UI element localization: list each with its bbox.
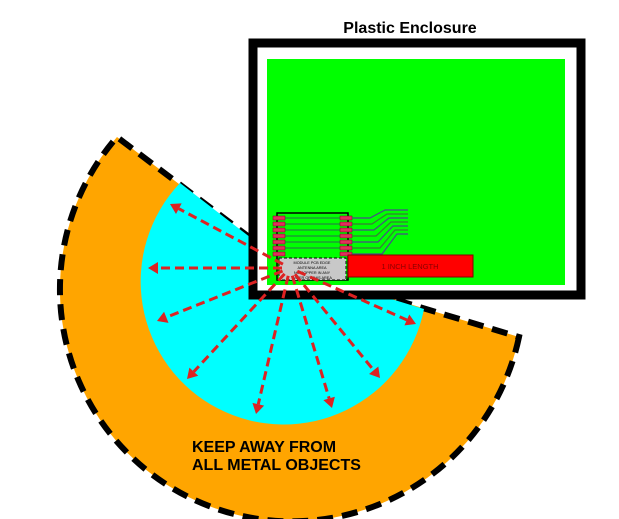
radiation-arrow-head-3 bbox=[157, 311, 169, 323]
radiation-arrow-shaft-5 bbox=[256, 275, 290, 405]
radiation-arrow-shaft-1 bbox=[178, 207, 284, 266]
radiation-arrow-head-7 bbox=[369, 366, 380, 378]
module-internal-traces bbox=[285, 217, 340, 249]
module-left-pads bbox=[272, 215, 286, 257]
radiation-arrow-head-2 bbox=[148, 262, 158, 274]
rf-trace-label: 1 INCH LENGTH bbox=[381, 262, 438, 271]
enclosure-title: Plastic Enclosure bbox=[343, 20, 476, 37]
radiation-arrow-head-5 bbox=[252, 402, 265, 414]
radiation-arrow-head-8 bbox=[404, 314, 416, 326]
module-right-pads bbox=[339, 215, 353, 257]
radiation-arrow-shaft-3 bbox=[165, 269, 284, 319]
radiation-arrow-head-6 bbox=[323, 396, 335, 408]
module-label-line-2: ANTENNA AREA bbox=[297, 266, 327, 270]
warning-line-2: ALL METAL OBJECTS bbox=[192, 457, 361, 474]
radio-module: MODULE PCB EDGE ANTENNA AREA NO COPPER I… bbox=[272, 212, 353, 281]
radiation-arrow-shaft-4 bbox=[192, 272, 286, 373]
module-label-line-3: NO COPPER IN ANY bbox=[294, 271, 331, 275]
radiation-arrow-shaft-7 bbox=[293, 273, 375, 372]
module-label-line-1: MODULE PCB EDGE bbox=[294, 261, 331, 265]
radiation-arrows bbox=[148, 203, 416, 414]
warning-line-1: KEEP AWAY FROM bbox=[192, 439, 336, 456]
pcb-bus-traces bbox=[352, 209, 408, 255]
rf-trace bbox=[347, 254, 474, 278]
radiation-arrow-head-1 bbox=[170, 203, 182, 214]
radiation-arrow-head-4 bbox=[187, 367, 199, 379]
radiation-arrow-shaft-6 bbox=[290, 275, 331, 399]
radiation-arrow-shaft-8 bbox=[296, 269, 408, 322]
